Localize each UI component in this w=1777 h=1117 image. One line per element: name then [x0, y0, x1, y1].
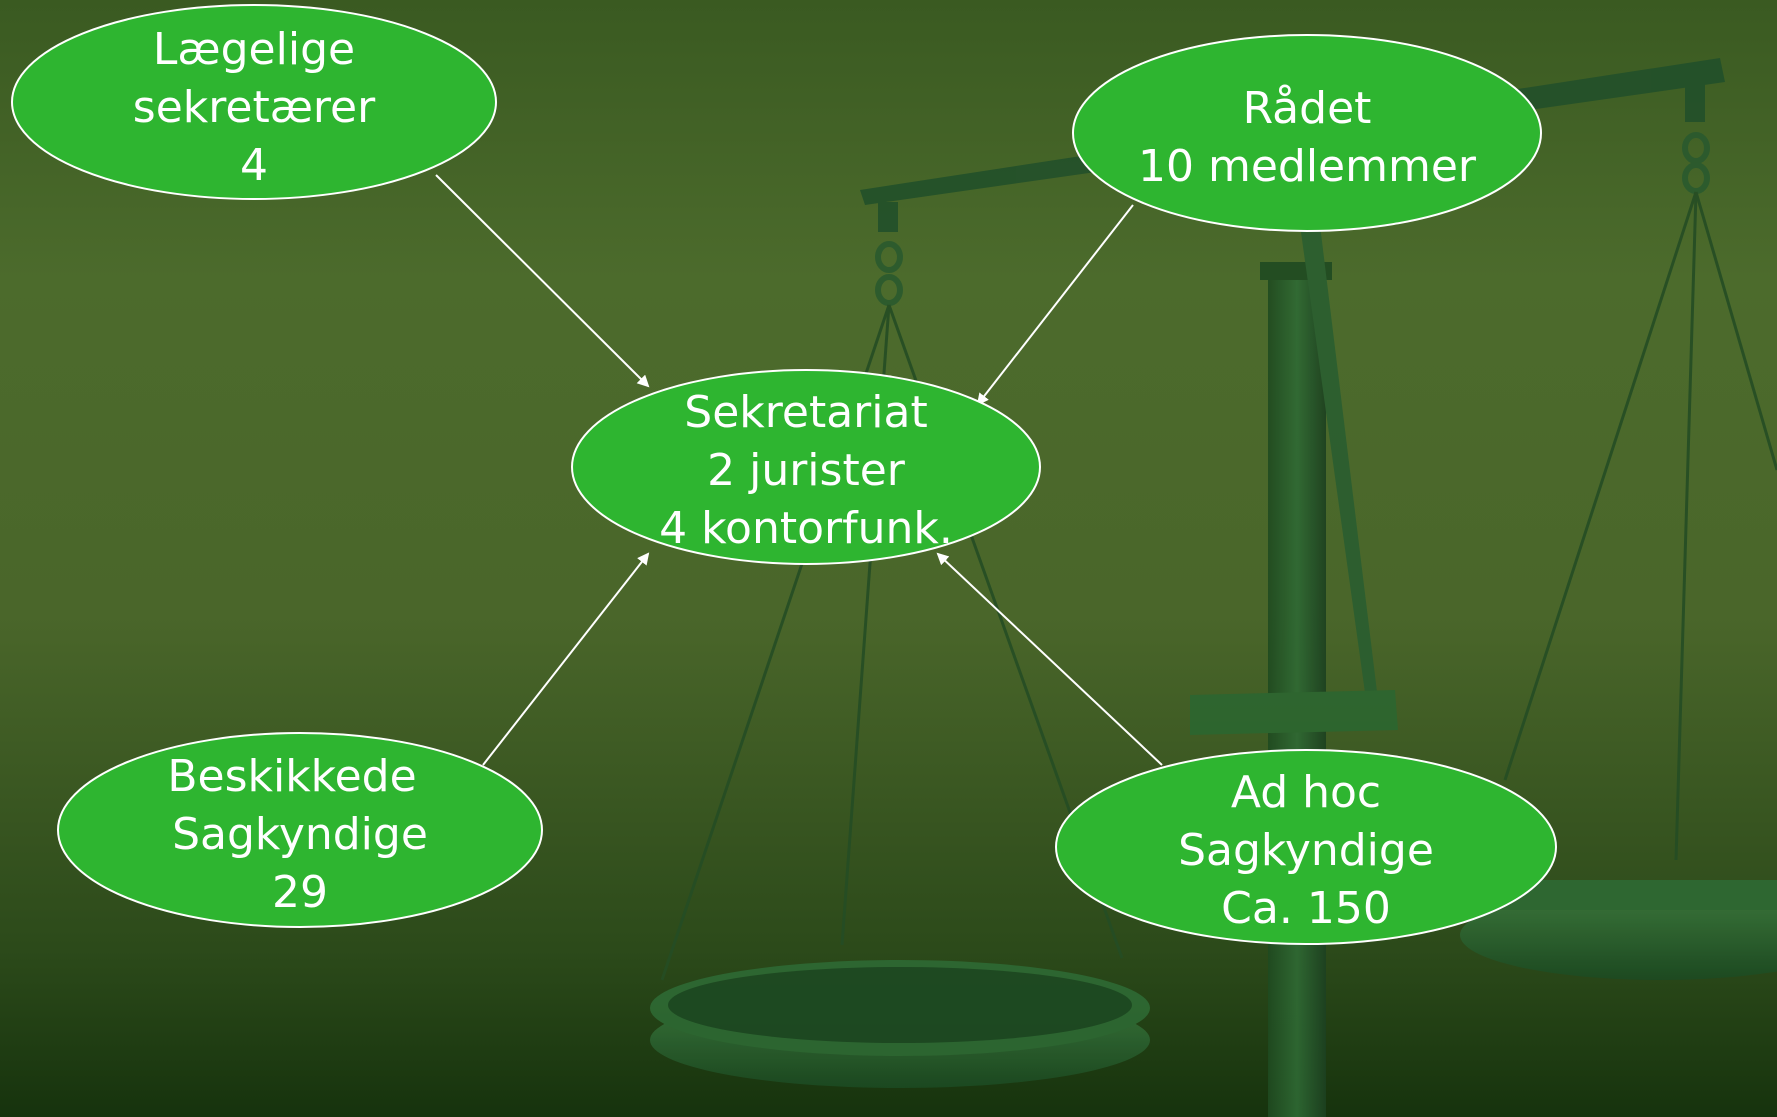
- node-laegelige-sekretaerer: Lægelige sekretærer 4: [11, 4, 497, 200]
- node-line: 4: [240, 140, 268, 191]
- node-line: 4 kontorfunk.: [659, 503, 953, 554]
- node-ellipse: [1055, 749, 1557, 945]
- node-raadet: Rådet 10 medlemmer: [1072, 34, 1542, 232]
- node-line: Sagkyndige: [1178, 825, 1434, 876]
- node-line: 29: [272, 867, 328, 918]
- node-ellipse: [1072, 34, 1542, 232]
- node-line: 10 medlemmer: [1138, 141, 1477, 192]
- scale-needle: [1300, 225, 1378, 700]
- scale-crossbar: [1190, 690, 1398, 735]
- node-adhoc-sagkyndige: Ad hoc Sagkyndige Ca. 150: [1055, 749, 1557, 945]
- connector-arrows: [435, 174, 1163, 766]
- right-pan: [1460, 890, 1777, 980]
- node-line: 2 jurister: [707, 445, 906, 496]
- node-beskikkede-sagkyndige: Beskikkede Sagkyndige 29: [57, 732, 543, 928]
- scale-pole: [1268, 262, 1326, 1117]
- node-ellipse: [57, 732, 543, 928]
- node-line: Rådet: [1243, 83, 1372, 134]
- node-line: sekretærer: [133, 82, 376, 133]
- node-sekretariat: Sekretariat 2 jurister 4 kontorfunk.: [571, 369, 1041, 565]
- arrow-beskikkede-to-sekretariat: [482, 552, 650, 766]
- node-ellipse: [571, 369, 1041, 565]
- node-line: Ca. 150: [1221, 883, 1391, 934]
- node-line: Sagkyndige: [172, 809, 428, 860]
- arrow-laegelige-to-sekretariat: [435, 174, 650, 388]
- node-line: Sekretariat: [684, 387, 927, 438]
- node-line: Lægelige: [153, 24, 355, 75]
- node-line: Beskikkede: [167, 751, 416, 802]
- node-ellipse: [11, 4, 497, 200]
- arrow-adhoc-to-sekretariat: [936, 552, 1163, 766]
- arrow-raadet-to-sekretariat: [976, 204, 1134, 406]
- node-line: Ad hoc: [1231, 767, 1381, 818]
